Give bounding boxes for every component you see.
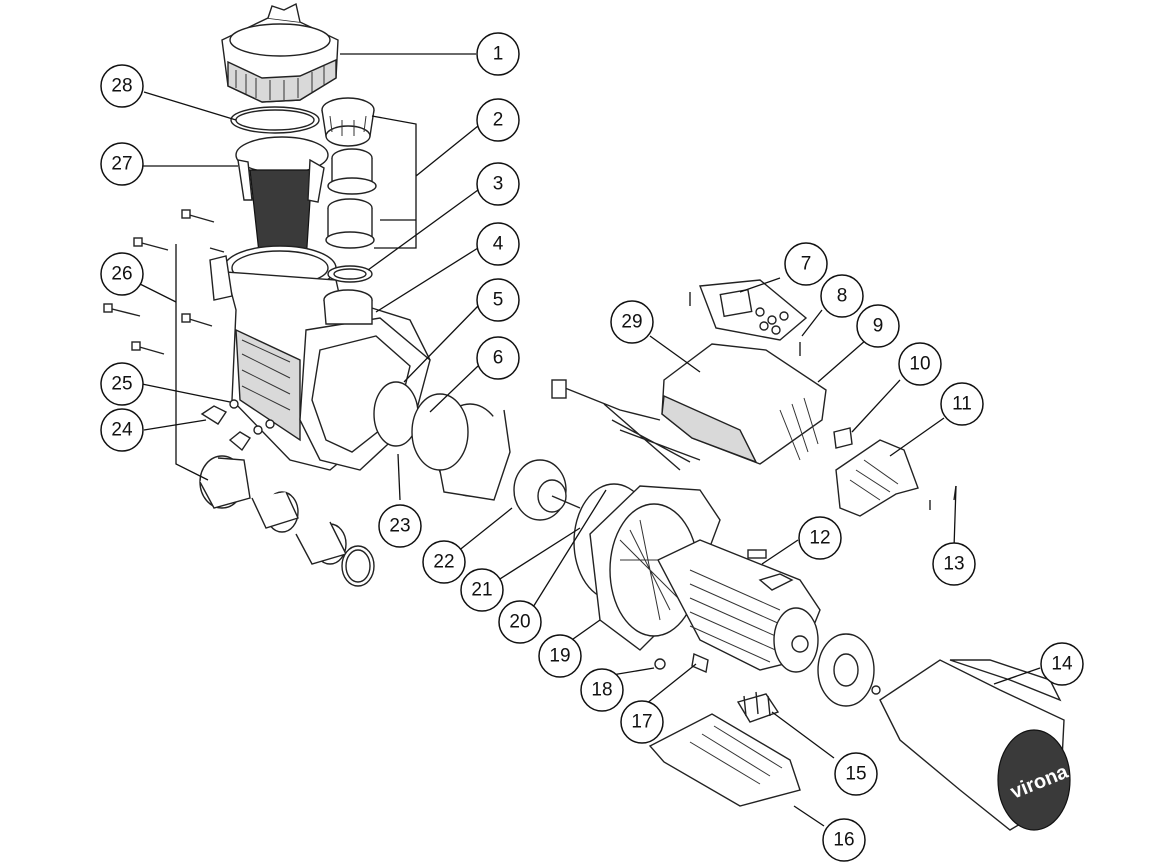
callout-label-7: 7 bbox=[801, 254, 812, 275]
callout-label-11: 11 bbox=[952, 394, 972, 415]
part-motor bbox=[657, 539, 821, 673]
callout-8: 8 bbox=[820, 274, 864, 318]
callout-22: 22 bbox=[422, 540, 466, 584]
callout-19: 19 bbox=[538, 634, 582, 678]
part-lid bbox=[221, 2, 339, 103]
part-terminal-cover bbox=[835, 439, 919, 517]
leader-lines bbox=[139, 53, 1041, 827]
callout-11: 11 bbox=[940, 382, 984, 426]
part-impeller bbox=[513, 459, 581, 521]
part-union-inlet bbox=[199, 455, 375, 587]
callout-label-12: 12 bbox=[809, 528, 830, 549]
callout-1: 1 bbox=[476, 32, 520, 76]
callout-25: 25 bbox=[100, 362, 144, 406]
part-controller bbox=[551, 343, 827, 471]
callout-4: 4 bbox=[476, 222, 520, 266]
callout-26: 26 bbox=[100, 252, 144, 296]
part-drain-plugs bbox=[200, 399, 275, 452]
part-terminal-gasket bbox=[833, 427, 853, 449]
callout-label-1: 1 bbox=[493, 44, 504, 65]
callout-label-8: 8 bbox=[837, 286, 848, 307]
part-cover-screws bbox=[929, 485, 957, 510]
callout-15: 15 bbox=[834, 752, 878, 796]
part-pump-housing bbox=[209, 245, 431, 471]
callout-2: 2 bbox=[476, 98, 520, 142]
callout-label-9: 9 bbox=[873, 316, 884, 337]
callout-23: 23 bbox=[378, 504, 422, 548]
callout-18: 18 bbox=[580, 668, 624, 712]
callout-label-21: 21 bbox=[471, 580, 492, 601]
callout-label-17: 17 bbox=[631, 712, 652, 733]
callout-14: 14 bbox=[1040, 642, 1084, 686]
callout-27: 27 bbox=[100, 142, 144, 186]
part-base-foot bbox=[648, 713, 801, 807]
callout-label-18: 18 bbox=[591, 680, 612, 701]
callout-label-22: 22 bbox=[433, 552, 454, 573]
callout-label-2: 2 bbox=[493, 110, 504, 131]
part-keypad-screws bbox=[689, 292, 801, 356]
callout-6: 6 bbox=[476, 336, 520, 380]
callout-label-15: 15 bbox=[845, 764, 866, 785]
part-cable-clip bbox=[736, 691, 780, 723]
callout-17: 17 bbox=[620, 700, 664, 744]
callout-12: 12 bbox=[798, 516, 842, 560]
callout-label-23: 23 bbox=[389, 516, 410, 537]
callout-10: 10 bbox=[898, 342, 942, 386]
part-housing-bolts bbox=[103, 209, 225, 481]
callout-29: 29 bbox=[610, 300, 654, 344]
callout-label-10: 10 bbox=[909, 354, 930, 375]
callout-label-6: 6 bbox=[493, 348, 504, 369]
callout-5: 5 bbox=[476, 278, 520, 322]
callout-label-26: 26 bbox=[111, 264, 132, 285]
callout-24: 24 bbox=[100, 408, 144, 452]
callout-13: 13 bbox=[932, 542, 976, 586]
callout-label-20: 20 bbox=[509, 612, 530, 633]
callout-label-4: 4 bbox=[493, 234, 504, 255]
callout-28: 28 bbox=[100, 64, 144, 108]
callout-9: 9 bbox=[856, 304, 900, 348]
part-diffuser-o-ring bbox=[411, 393, 469, 471]
callout-3: 3 bbox=[476, 162, 520, 206]
callout-label-24: 24 bbox=[111, 420, 133, 441]
part-cooling-fan bbox=[817, 633, 881, 707]
callout-label-27: 27 bbox=[111, 154, 132, 175]
callout-20: 20 bbox=[498, 600, 542, 644]
part-keypad bbox=[699, 279, 808, 341]
callout-label-5: 5 bbox=[493, 290, 504, 311]
callout-7: 7 bbox=[784, 242, 828, 286]
part-motor-screws bbox=[654, 653, 709, 673]
part-fan-cover: virona bbox=[879, 659, 1072, 831]
part-union-outlet bbox=[321, 97, 377, 325]
callout-label-14: 14 bbox=[1051, 654, 1073, 675]
callout-label-29: 29 bbox=[621, 312, 642, 333]
callout-label-3: 3 bbox=[493, 174, 504, 195]
callout-label-25: 25 bbox=[111, 374, 132, 395]
callout-16: 16 bbox=[822, 818, 866, 862]
callout-21: 21 bbox=[460, 568, 504, 612]
part-strainer-basket bbox=[235, 136, 329, 263]
callout-label-16: 16 bbox=[833, 830, 854, 851]
part-seal-plate bbox=[589, 485, 721, 651]
callout-label-19: 19 bbox=[549, 646, 570, 667]
callout-label-28: 28 bbox=[111, 76, 132, 97]
callout-label-13: 13 bbox=[943, 554, 964, 575]
